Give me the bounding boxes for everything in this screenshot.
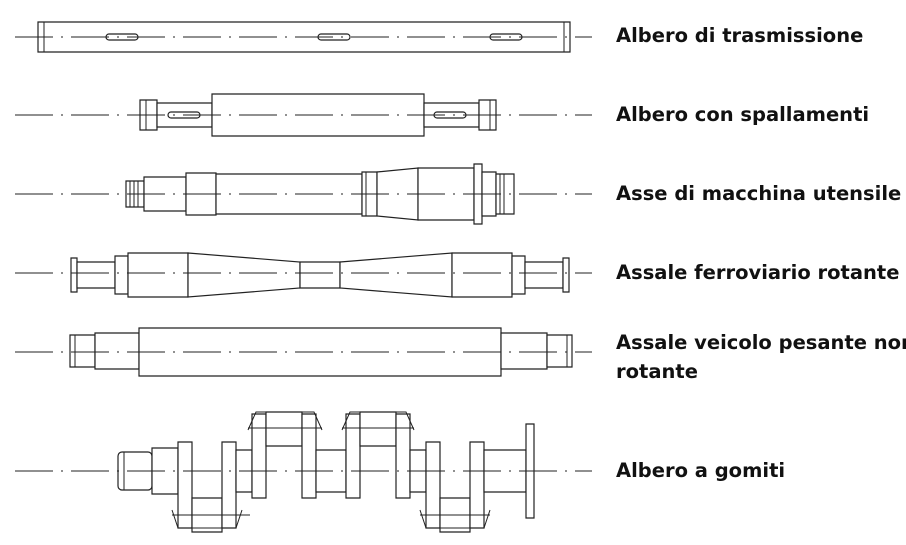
shaft-main-body xyxy=(216,174,362,214)
tapered-section xyxy=(188,253,300,297)
wheel-seat xyxy=(452,253,512,297)
drawing-shouldered-shaft xyxy=(15,94,592,136)
label-shouldered-shaft: Albero con spallamenti xyxy=(616,103,870,126)
drawing-crankshaft xyxy=(15,412,592,532)
shaft-step xyxy=(115,256,128,294)
drawing-machine-tool-spindle xyxy=(15,164,592,224)
crank-web xyxy=(396,414,410,498)
drawing-heavy-vehicle-axle xyxy=(15,328,592,376)
threaded-end xyxy=(70,335,95,367)
journal xyxy=(525,262,563,288)
threaded-end xyxy=(547,335,572,367)
axle-end-collar xyxy=(563,258,569,292)
shaft-step xyxy=(95,333,139,369)
axle-middle xyxy=(300,262,340,288)
drawing-transmission-shaft xyxy=(15,22,592,52)
shaft-step xyxy=(512,256,525,294)
drawing-railway-axle xyxy=(15,253,592,297)
crank-pin xyxy=(266,412,302,446)
axle-end-collar xyxy=(71,258,77,292)
journal xyxy=(77,262,115,288)
crank-pin xyxy=(360,412,396,446)
crank-web xyxy=(302,414,316,498)
label-transmission-shaft: Albero di trasmissione xyxy=(616,24,864,47)
wheel-seat xyxy=(128,253,188,297)
label-crankshaft: Albero a gomiti xyxy=(616,459,786,482)
label-heavy-vehicle-axle-line1: Assale veicolo pesante non xyxy=(616,331,906,354)
label-machine-tool-spindle: Asse di macchina utensile xyxy=(616,182,902,205)
label-heavy-vehicle-axle-line2: rotante xyxy=(616,360,698,383)
crank-web xyxy=(252,414,266,498)
shaft-step xyxy=(501,333,547,369)
label-railway-axle: Assale ferroviario rotante xyxy=(616,261,900,284)
tapered-section xyxy=(340,253,452,297)
crank-web xyxy=(346,414,360,498)
label-heavy-vehicle-axle: Assale veicolo pesante non rotante xyxy=(616,328,906,386)
